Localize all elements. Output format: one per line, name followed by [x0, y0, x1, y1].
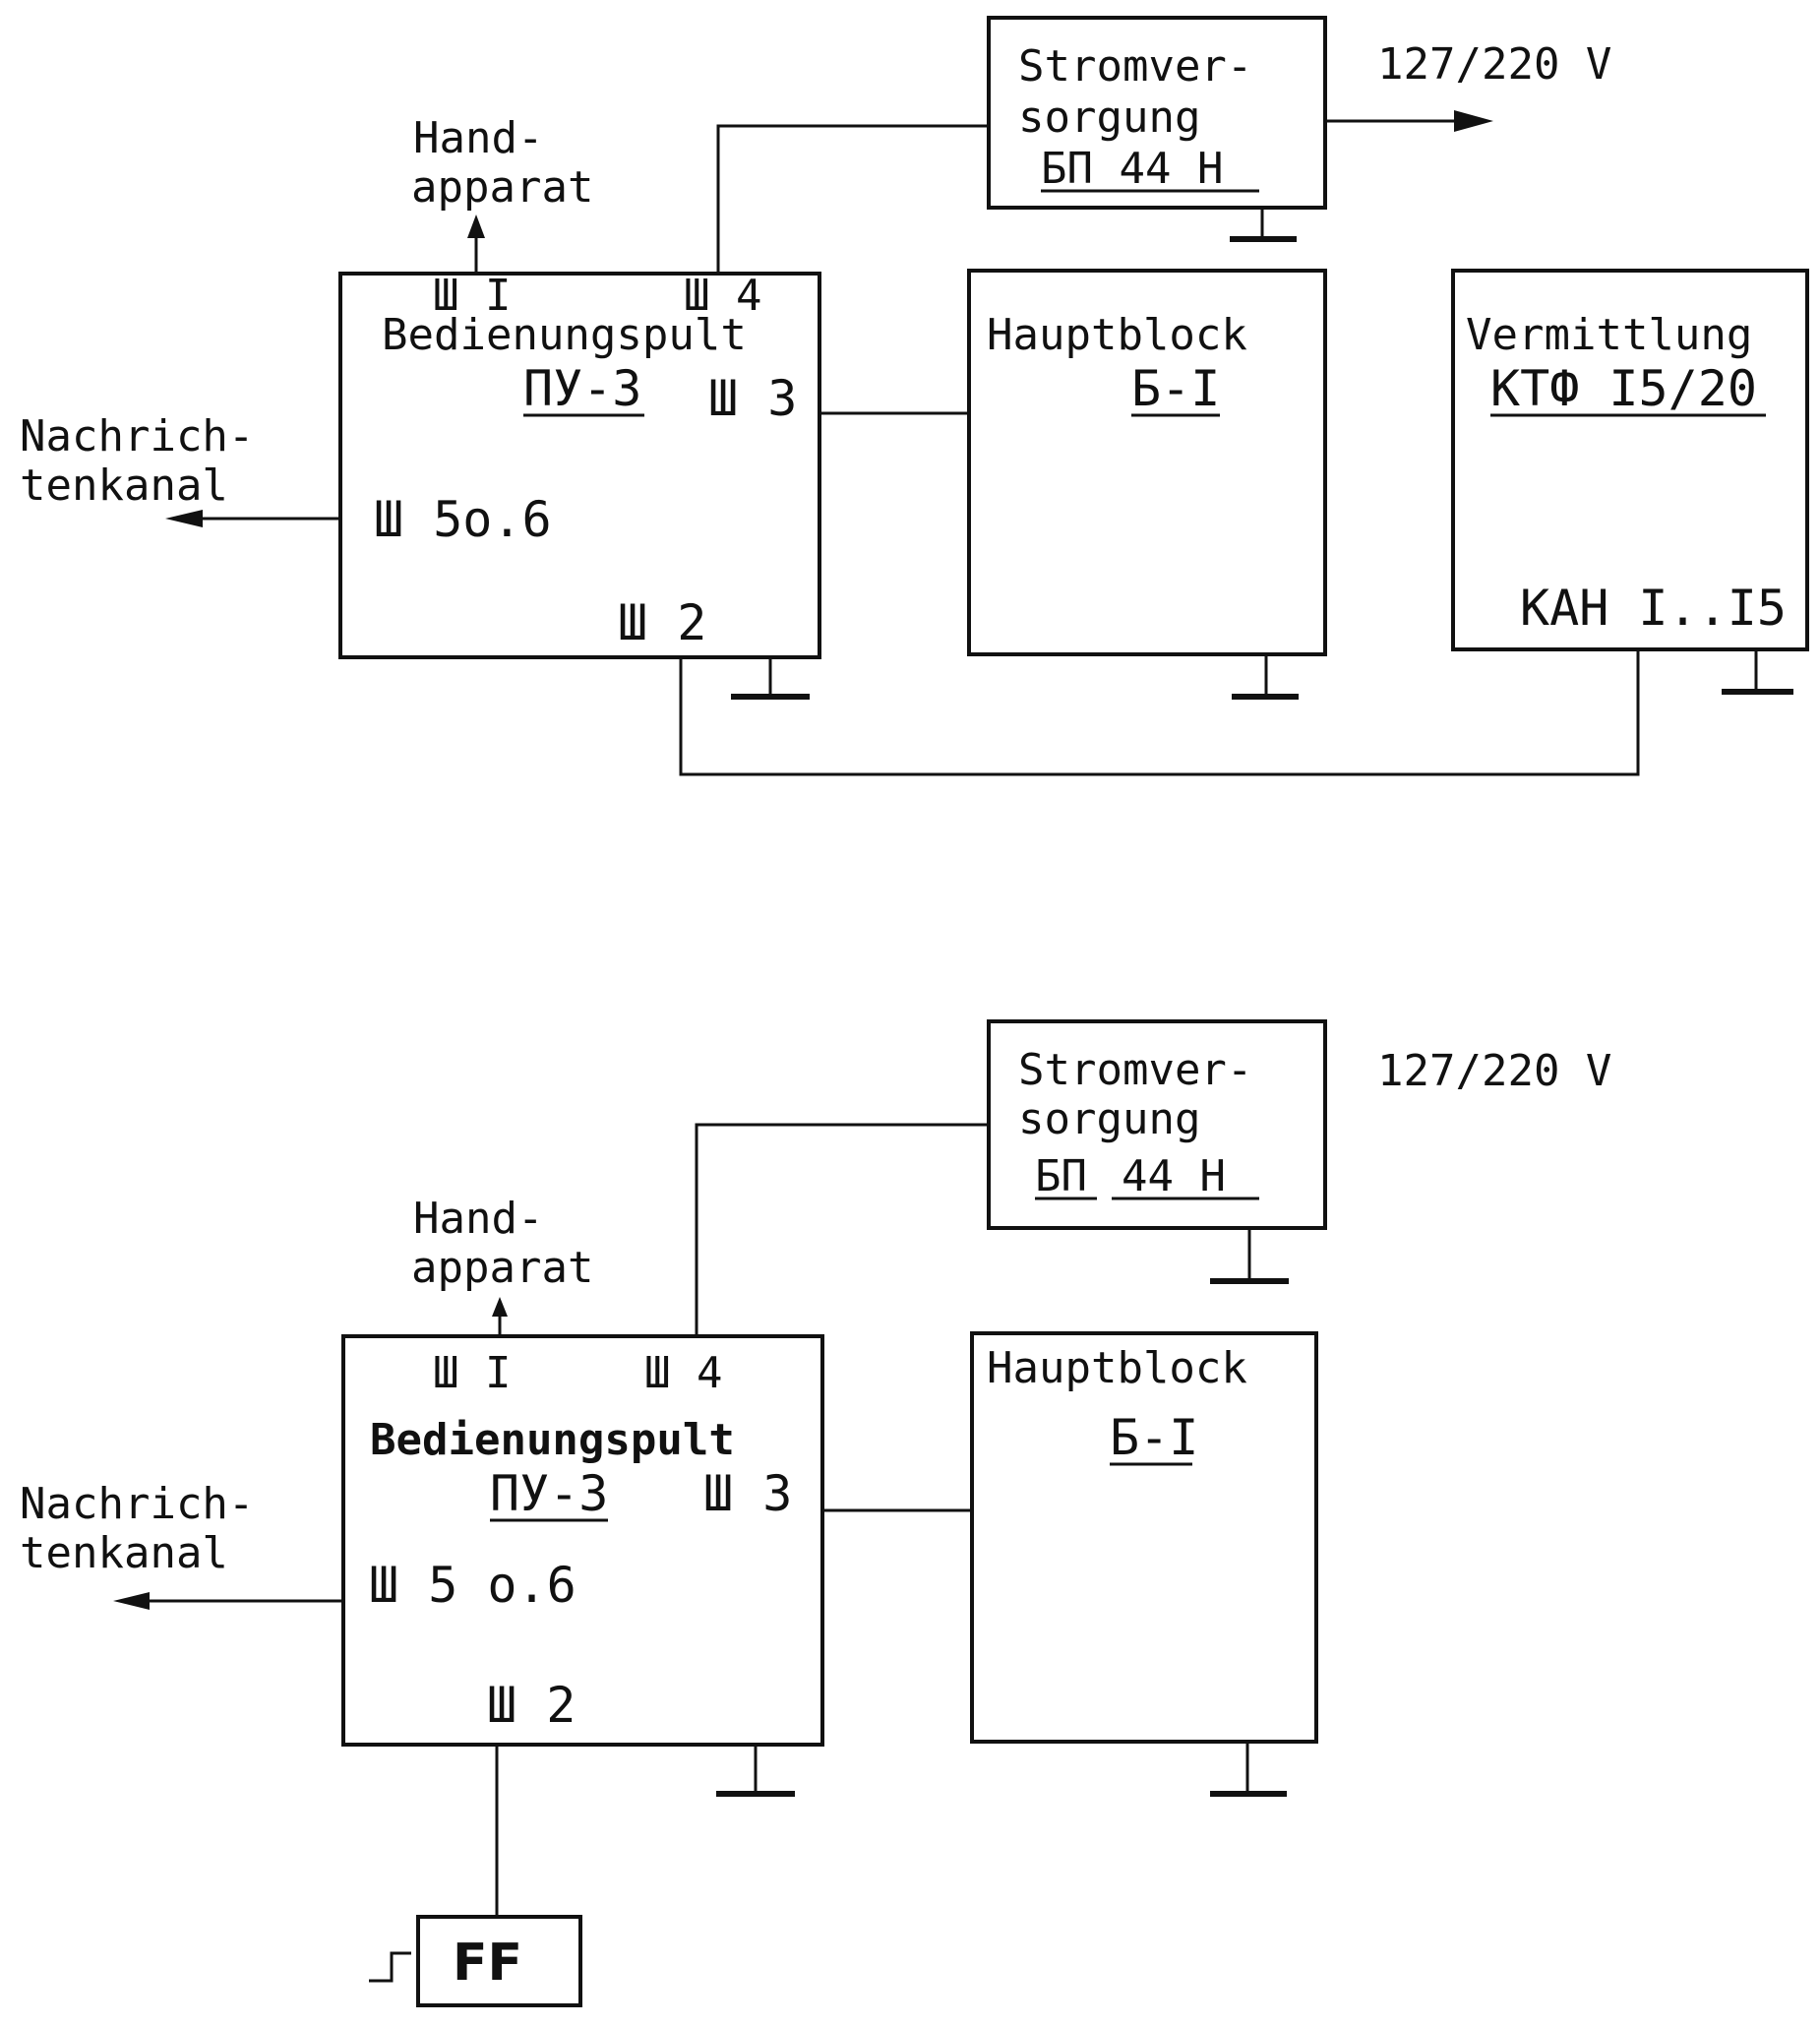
main-block-title: Hauptblock: [987, 1343, 1247, 1393]
message-channel-label-1: Nachrich-: [20, 1479, 254, 1529]
power-supply-label-1: Stromver-: [1018, 1045, 1252, 1095]
connector-sh1: Ш I: [433, 1348, 511, 1398]
power-supply-model-b: 44 Н: [1122, 1151, 1226, 1201]
control-panel-model: ПУ-3: [490, 1465, 608, 1522]
message-channel-label-1: Nachrich-: [20, 411, 254, 461]
ff-box: [416, 1915, 582, 2007]
power-supply-label-2: sorgung: [1018, 1094, 1200, 1144]
control-panel-box: [338, 272, 821, 659]
main-block-title: Hauptblock: [987, 310, 1247, 360]
link-panel-power: [716, 124, 989, 274]
handset-label-2: apparat: [411, 1243, 593, 1293]
connector-sh56: Ш 5о.6: [374, 491, 552, 548]
exchange-model: КТФ I5/20: [1490, 360, 1757, 417]
connector-sh2: Ш 2: [618, 594, 706, 651]
message-channel-label-2: tenkanal: [20, 1528, 228, 1578]
diagram-bottom: Stromver- sorgung БП 44 Н 127/220 V Hand…: [20, 1019, 1611, 2007]
connector-sh3: Ш 3: [708, 370, 797, 427]
control-panel-title: Bedienungspult: [382, 310, 747, 360]
voltage-label: 127/220 V: [1377, 1046, 1611, 1096]
exchange-channels: КАН I..I5: [1520, 580, 1787, 637]
handset-arrow: [492, 1297, 508, 1317]
main-block-top: Hauptblock Б-I: [967, 269, 1327, 700]
power-supply-label-1: Stromver-: [1018, 41, 1252, 92]
link-panel-exchange: [679, 649, 1640, 776]
connector-sh1: Ш I: [433, 271, 511, 321]
power-supply-label-2: sorgung: [1018, 92, 1200, 143]
handset-arrow: [467, 215, 485, 238]
control-panel-top: Ш I Ш 4 Bedienungspult ПУ-3 Ш 3 Ш 5о.6 Ш…: [338, 271, 821, 700]
main-block-model: Б-I: [1110, 1409, 1198, 1466]
exchange-top: Vermittlung КТФ I5/20 КАН I..I5: [1451, 269, 1809, 695]
connector-sh3: Ш 3: [703, 1465, 792, 1522]
power-supply-model: БП 44 Н: [1041, 144, 1223, 194]
main-block-box: [967, 269, 1327, 656]
diagram-top: Stromver- sorgung БП 44 Н 127/220 V Hand…: [20, 16, 1809, 776]
exchange-box: [1451, 269, 1809, 651]
connector-sh56: Ш 5 о.6: [369, 1557, 576, 1614]
connector-sh2: Ш 2: [487, 1677, 576, 1734]
handset-label-1: Hand-: [413, 1194, 543, 1244]
connector-sh4: Ш 4: [644, 1348, 722, 1398]
message-channel-label-2: tenkanal: [20, 461, 228, 511]
connector-sh4: Ш 4: [684, 271, 761, 321]
control-panel-bottom: Ш I Ш 4 Bedienungspult ПУ-3 Ш 3 Ш 5 о.6 …: [341, 1334, 824, 1797]
handset-label-1: Hand-: [413, 113, 543, 163]
power-supply-model-a: БП: [1035, 1151, 1087, 1201]
power-supply-bottom: Stromver- sorgung БП 44 Н: [987, 1019, 1327, 1284]
power-supply-top: Stromver- sorgung БП 44 Н: [987, 16, 1327, 242]
main-block-bottom: Hauptblock Б-I: [970, 1331, 1318, 1797]
voltage-arrow: [1454, 110, 1493, 132]
ff-label: FF: [453, 1934, 522, 1993]
control-panel-model: ПУ-3: [523, 360, 641, 417]
link-panel-power: [695, 1123, 989, 1336]
handset-label-2: apparat: [411, 162, 593, 213]
power-supply-box: [987, 16, 1327, 210]
exchange-title: Vermittlung: [1466, 310, 1752, 360]
pulse-icon: [369, 1951, 411, 1983]
message-channel-arrow: [113, 1592, 150, 1610]
ff-unit: FF: [369, 1915, 582, 2007]
main-block-box: [970, 1331, 1318, 1744]
main-block-model: Б-I: [1131, 360, 1220, 417]
message-channel-arrow: [165, 510, 203, 527]
control-panel-box: [341, 1334, 824, 1747]
control-panel-title: Bedienungspult: [370, 1415, 735, 1465]
voltage-label: 127/220 V: [1377, 39, 1611, 90]
